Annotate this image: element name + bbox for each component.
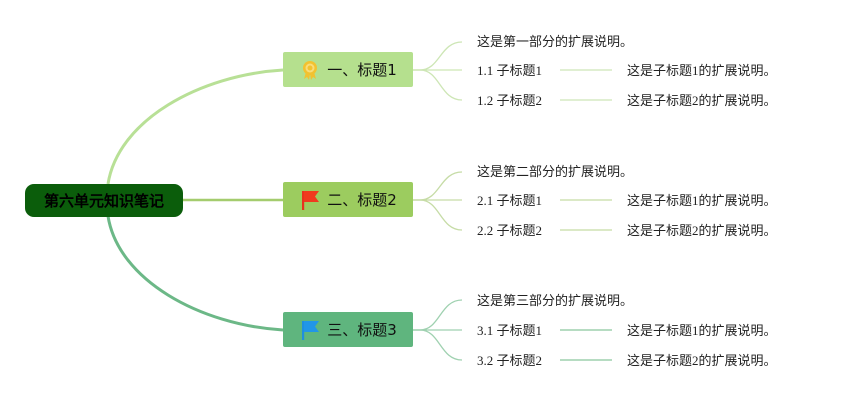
- subtopic-2-1-detail[interactable]: 这是子标题1的扩展说明。: [627, 193, 777, 208]
- subtopic-3-2-detail[interactable]: 这是子标题2的扩展说明。: [627, 353, 777, 368]
- subtopic-2-2-detail[interactable]: 这是子标题2的扩展说明。: [627, 223, 777, 238]
- award-ribbon-icon: [299, 59, 321, 81]
- root-label: 第六单元知识笔记: [43, 192, 164, 210]
- branch-3-label: 三、标题3: [327, 321, 397, 339]
- connector-root-branch-1: [106, 68, 284, 185]
- branch-node-3[interactable]: 三、标题3: [283, 312, 413, 347]
- branch-1-description[interactable]: 这是第一部分的扩展说明。: [477, 34, 634, 49]
- subtopic-1-2[interactable]: 1.2 子标题2: [477, 93, 543, 108]
- connector-root-branch-3: [106, 215, 284, 332]
- branch-node-1[interactable]: 一、标题1: [283, 52, 413, 87]
- root-node[interactable]: 第六单元知识笔记: [25, 184, 183, 217]
- branch-2-label: 二、标题2: [327, 191, 397, 209]
- subtopic-1-2-detail[interactable]: 这是子标题2的扩展说明。: [627, 93, 777, 108]
- branch-2-connectors: [413, 171, 612, 231]
- red-flag-icon: [299, 189, 321, 211]
- branch-1-connectors: [413, 41, 612, 101]
- branch-2-description[interactable]: 这是第二部分的扩展说明。: [477, 164, 634, 179]
- subtopic-2-2[interactable]: 2.2 子标题2: [477, 223, 543, 238]
- subtopic-2-1[interactable]: 2.1 子标题1: [477, 193, 543, 208]
- branch-3-description[interactable]: 这是第三部分的扩展说明。: [477, 293, 634, 308]
- subtopic-3-2[interactable]: 3.2 子标题2: [477, 353, 543, 368]
- subtopic-3-1[interactable]: 3.1 子标题1: [477, 323, 543, 338]
- subtopic-1-1[interactable]: 1.1 子标题1: [477, 63, 543, 78]
- branch-3-connectors: [413, 299, 612, 361]
- blue-flag-icon: [299, 319, 321, 341]
- subtopic-3-1-detail[interactable]: 这是子标题1的扩展说明。: [627, 323, 777, 338]
- subtopic-1-1-detail[interactable]: 这是子标题1的扩展说明。: [627, 63, 777, 78]
- branch-node-2[interactable]: 二、标题2: [283, 182, 413, 217]
- branch-1-label: 一、标题1: [327, 61, 397, 79]
